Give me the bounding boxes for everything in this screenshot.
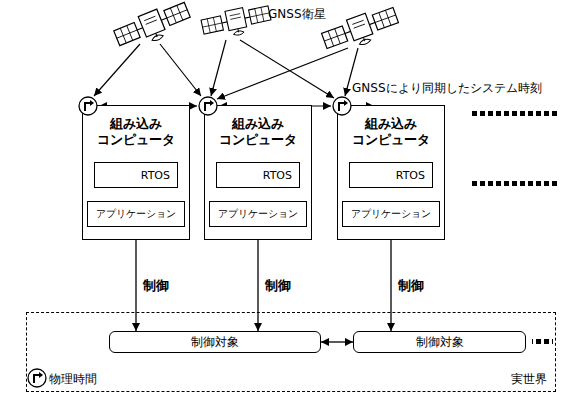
node-text: RTOS [396, 169, 432, 182]
control-arrow [135, 240, 136, 331]
real-world-region: 物理時間 実世界 制御対象 制御対象 [26, 312, 556, 392]
edge-label: 制御 [265, 277, 291, 295]
rtos-box: RTOS [94, 162, 178, 188]
clock-icon [199, 97, 217, 115]
satellite-icon [200, 2, 272, 42]
computer-box: 組み込み コンピュータ RTOS アプリケーション [82, 105, 190, 240]
node-text: アプリケーション [347, 207, 435, 221]
satellite-icon [320, 4, 401, 57]
edge-label: 制御 [398, 277, 424, 295]
satellite-label: GNSS衛星 [268, 6, 326, 23]
control-target-box: 制御対象 [109, 331, 321, 353]
signal-line [160, 44, 201, 96]
control-target-box: 制御対象 [353, 331, 526, 353]
application-box: アプリケーション [209, 201, 307, 227]
satellite-icon [112, 0, 193, 54]
edge-label: 制御 [143, 277, 169, 295]
signal-line [217, 48, 348, 99]
sync-time-label: GNSSにより同期したシステム時刻 [352, 80, 542, 97]
node-text: 組み込み コンピュータ [338, 106, 444, 149]
application-box: アプリケーション [342, 201, 440, 227]
rtos-box: RTOS [349, 162, 433, 188]
node-text: 実世界 [511, 371, 547, 388]
clock-icon [79, 97, 97, 115]
satellites [112, 0, 401, 57]
node-text: 組み込み コンピュータ [83, 106, 189, 149]
node-text: アプリケーション [214, 207, 302, 221]
satellite-signal-lines [94, 40, 358, 99]
control-arrow [390, 240, 391, 331]
node-text: RTOS [263, 169, 299, 182]
signal-line [211, 40, 226, 96]
clock-icon [333, 97, 351, 115]
node-text: アプリケーション [92, 207, 180, 221]
clock-icon [28, 369, 46, 387]
node-text: 制御対象 [416, 334, 464, 351]
dots-row [532, 339, 553, 344]
application-box: アプリケーション [87, 201, 185, 227]
node-text: 制御対象 [191, 334, 239, 351]
node-text: RTOS [141, 169, 177, 182]
dots-row [472, 111, 557, 116]
node-text: 組み込み コンピュータ [205, 106, 311, 149]
dots-row [472, 181, 557, 186]
control-arrow [321, 341, 353, 342]
rtos-box: RTOS [216, 162, 300, 188]
signal-line [240, 40, 334, 98]
signal-line [94, 44, 140, 96]
control-arrow [257, 240, 258, 331]
continuation-dots [472, 111, 557, 344]
computer-box: 組み込み コンピュータ RTOS アプリケーション [204, 105, 312, 240]
computer-box: 組み込み コンピュータ RTOS アプリケーション [337, 105, 445, 240]
node-text: 物理時間 [49, 371, 97, 388]
